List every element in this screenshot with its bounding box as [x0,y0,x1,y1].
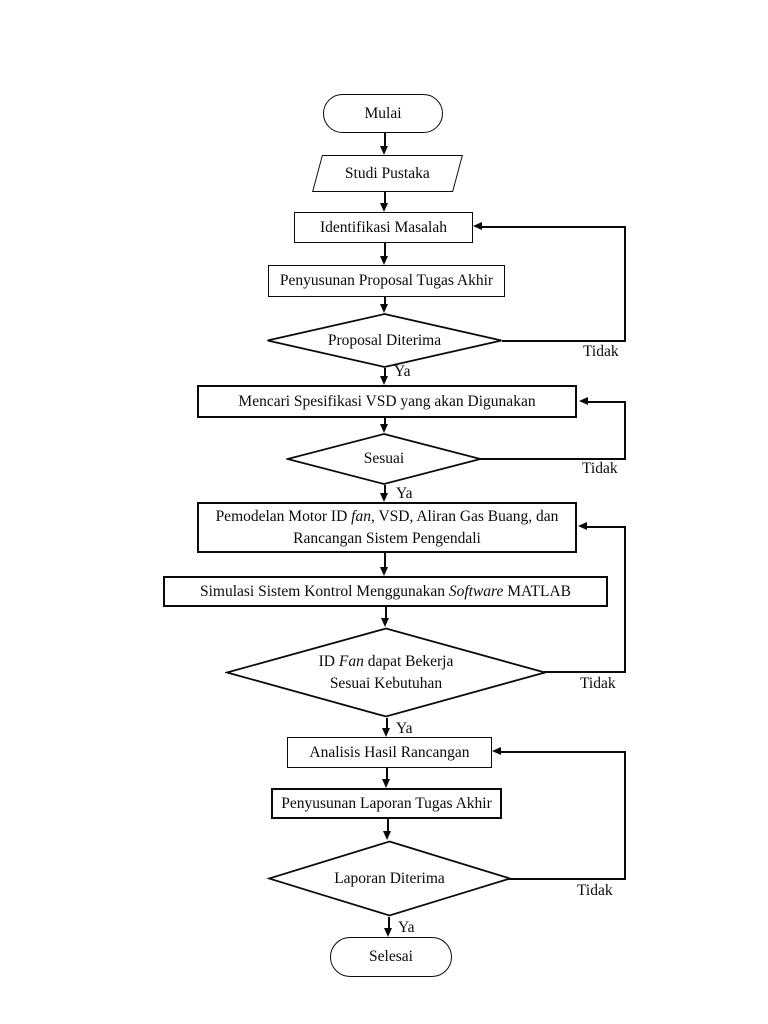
connector-analisis-laporan [386,768,388,779]
edge-label-tidak-2: Tidak [582,460,618,477]
edge-label-tidak-3: Tidak [580,675,616,692]
connector-sesuai-pemodelan [384,485,386,493]
node-pemodelan: Pemodelan Motor ID fan, VSD, Aliran Gas … [197,502,577,553]
loop3-horizontal-out [544,671,626,673]
edge-label-ya-2: Ya [396,485,413,502]
idfan-line1-italic: Fan [338,652,364,670]
arrowhead-down [380,256,388,265]
connector-simulasi-idfan [385,607,387,618]
node-penyusunan-proposal-label: Penyusunan Proposal Tugas Akhir [279,272,494,290]
simulasi-pre: Simulasi Sistem Kontrol Menggunakan [199,582,449,600]
loop4-vertical [624,752,626,879]
connector-start-studi [384,133,386,146]
pemodelan-line2: Rancangan Sistem Pengendali [293,529,481,547]
pemodelan-line1-italic: fan [351,507,371,525]
node-analisis-hasil: Analisis Hasil Rancangan [287,737,492,768]
arrowhead-down [380,146,388,155]
idfan-line1-pre: ID [318,652,339,670]
loop3-horizontal-in [587,526,626,528]
arrowhead-left [578,522,587,530]
loop4-horizontal-in [501,751,626,753]
connector-pemodelan-simulasi [384,553,386,567]
arrowhead-down [381,618,389,627]
idfan-line1-post: dapat Bekerja [363,652,454,670]
arrowhead-down [383,831,391,840]
loop1-horizontal-in [482,226,626,228]
loop2-vertical [624,402,626,459]
connector-mencari-sesuai [384,418,386,424]
arrowhead-down [380,424,388,433]
edge-label-ya-1: Ya [394,363,411,380]
node-laporan-diterima-label: Laporan Diterima [334,869,445,887]
node-start: Mulai [323,94,443,133]
arrowhead-down [382,728,390,737]
node-simulasi: Simulasi Sistem Kontrol Menggunakan Soft… [163,576,608,607]
arrowhead-left [579,397,588,405]
edge-label-tidak-1: Tidak [583,343,619,360]
node-analisis-hasil-label: Analisis Hasil Rancangan [309,743,470,761]
node-identifikasi-masalah-label: Identifikasi Masalah [320,218,447,236]
node-idfan-bekerja-label: ID Fan dapat Bekerja Sesuai Kebutuhan [319,651,454,694]
node-penyusunan-laporan-label: Penyusunan Laporan Tugas Akhir [281,794,492,812]
connector-laporan-decision [387,819,389,831]
loop2-horizontal-out [479,458,626,460]
node-identifikasi-masalah: Identifikasi Masalah [294,212,473,243]
loop1-vertical [624,227,626,341]
node-penyusunan-proposal: Penyusunan Proposal Tugas Akhir [268,265,505,297]
arrowhead-down [382,779,390,788]
node-mencari-spesifikasi-label: Mencari Spesifikasi VSD yang akan Diguna… [238,392,536,410]
node-laporan-diterima: Laporan Diterima [267,840,512,917]
connector-studi-identifikasi [384,192,386,203]
edge-label-tidak-4: Tidak [577,882,613,899]
loop1-horizontal-out [502,340,626,342]
arrowhead-left [473,222,482,230]
simulasi-italic: Software [448,582,504,600]
arrowhead-down [380,203,388,212]
loop3-vertical [624,527,626,672]
edge-label-ya-4: Ya [398,919,415,936]
arrowhead-left [492,747,501,755]
node-simulasi-label: Simulasi Sistem Kontrol Menggunakan Soft… [200,581,571,603]
idfan-line2: Sesuai Kebutuhan [329,674,443,692]
node-proposal-diterima: Proposal Diterima [266,313,503,368]
arrowhead-down [380,567,388,576]
node-sesuai-label: Sesuai [363,450,405,468]
arrowhead-down [380,376,388,385]
node-studi-pustaka-label: Studi Pustaka [345,164,430,182]
simulasi-post: MATLAB [503,582,571,600]
node-end-label: Selesai [369,948,413,966]
edge-label-ya-3: Ya [396,720,413,737]
node-start-label: Mulai [364,104,402,122]
diamond-shape [225,627,547,718]
diamond-shape [286,433,482,485]
node-proposal-diterima-label: Proposal Diterima [327,331,442,349]
arrowhead-down [384,928,392,937]
arrowhead-down [380,493,388,502]
node-pemodelan-label: Pemodelan Motor ID fan, VSD, Aliran Gas … [216,506,559,549]
node-sesuai: Sesuai [286,433,482,485]
loop2-horizontal-in [588,401,626,403]
connector-identifikasi-proposal [384,243,386,256]
node-end: Selesai [330,937,452,977]
diamond-shape [267,840,512,917]
connector-decision-end [388,917,390,928]
node-idfan-bekerja: ID Fan dapat Bekerja Sesuai Kebutuhan [225,627,547,718]
node-studi-pustaka: Studi Pustaka [312,155,463,192]
pemodelan-line1-post: , VSD, Aliran Gas Buang, dan [370,507,559,525]
connector-idfan-analisis [386,718,388,728]
diamond-shape [267,313,502,368]
node-penyusunan-laporan: Penyusunan Laporan Tugas Akhir [271,788,502,819]
node-mencari-spesifikasi: Mencari Spesifikasi VSD yang akan Diguna… [197,385,577,418]
connector-proposal-decision [384,297,386,304]
arrowhead-down [380,304,388,313]
connector-decision-mencari [384,368,386,376]
pemodelan-line1-pre: Pemodelan Motor ID [215,507,352,525]
loop4-horizontal-out [508,878,626,880]
